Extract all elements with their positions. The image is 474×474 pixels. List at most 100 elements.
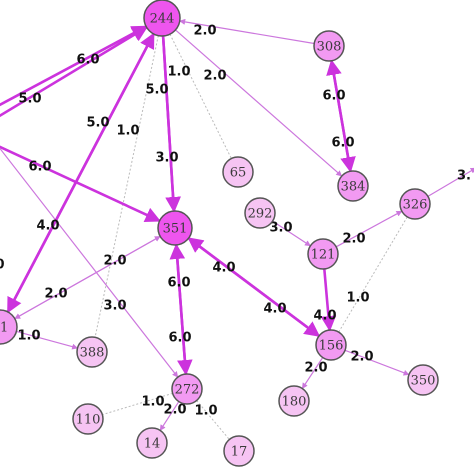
node-label: 350 <box>411 374 436 389</box>
edge-weight-label: 1.0 <box>167 65 190 80</box>
edge-weight-label: 1.0 <box>141 395 164 410</box>
node-label: 121 <box>311 248 336 263</box>
edge-weight-label: 3.0 <box>269 221 292 236</box>
node-65[interactable]: 65 <box>222 156 254 188</box>
node-110[interactable]: 110 <box>72 403 104 435</box>
edge-label-layer: 2.06.05.05.05.02.01.01.06.06.06.03.06.06… <box>0 24 471 419</box>
node-circle[interactable] <box>337 170 369 202</box>
node-81[interactable]: 81 <box>0 309 18 345</box>
node-circle[interactable] <box>222 156 254 188</box>
edge-weight-label: 2.0 <box>163 403 186 418</box>
node-17[interactable]: 17 <box>223 435 255 467</box>
node-label: 180 <box>282 395 307 410</box>
node-384[interactable]: 384 <box>337 170 369 202</box>
node-circle[interactable] <box>223 435 255 467</box>
edge-left_top-244 <box>0 26 148 118</box>
edge-weight-label: 4.0 <box>36 219 59 234</box>
edge-81-388 <box>16 330 79 350</box>
node-label: 244 <box>150 12 175 27</box>
node-circle[interactable] <box>244 197 276 229</box>
node-272[interactable]: 272 <box>171 373 203 405</box>
edge-weight-label: 6.0 <box>76 53 99 68</box>
edge-272-351 <box>169 243 188 375</box>
edge-156-351 <box>187 237 320 338</box>
node-circle[interactable] <box>307 238 339 270</box>
edge-weight-label: 2.0 <box>342 232 365 247</box>
edge-weight-label: 3.0 <box>103 299 126 314</box>
edge-244-388 <box>94 35 159 338</box>
node-circle[interactable] <box>72 403 104 435</box>
edge-weight-label: 3. <box>457 169 471 184</box>
node-label: 292 <box>248 207 273 222</box>
edge-weight-label: 1.0 <box>346 291 369 306</box>
edge-weight-label: 2.0 <box>44 287 67 302</box>
edge-weight-label: 5.0 <box>145 83 168 98</box>
node-292[interactable]: 292 <box>244 197 276 229</box>
node-circle[interactable] <box>399 188 431 220</box>
node-388[interactable]: 388 <box>76 336 108 368</box>
edge-weight-label: 2.0 <box>203 69 226 84</box>
node-label: 14 <box>144 437 161 452</box>
edge-weight-label: 1.0 <box>194 404 217 419</box>
node-circle[interactable] <box>0 309 18 345</box>
node-308[interactable]: 308 <box>313 30 345 62</box>
node-label: 388 <box>80 346 105 361</box>
edge-weight-label: 4.0 <box>212 261 235 276</box>
edge-326-offscreen <box>427 167 474 197</box>
edge-weight-label: 2.0 <box>193 24 216 39</box>
edge-156-180 <box>301 357 324 389</box>
node-circle[interactable] <box>76 336 108 368</box>
edge-weight-label: 6.0 <box>167 276 190 291</box>
edge-weight-label: 6.0 <box>331 136 354 151</box>
edge-weight-label: 6.0 <box>322 89 345 104</box>
edge-156-350 <box>344 349 410 376</box>
edge-121-156 <box>320 268 337 332</box>
edge-weight-label: 1.0 <box>116 124 139 139</box>
node-circle[interactable] <box>136 427 168 459</box>
node-350[interactable]: 350 <box>407 364 439 396</box>
node-circle[interactable] <box>157 210 193 246</box>
edge-weight-label: 6.0 <box>168 331 191 346</box>
node-label: 272 <box>175 383 200 398</box>
node-circle[interactable] <box>143 0 181 37</box>
edge-left_top2-244 <box>0 25 148 107</box>
node-circle[interactable] <box>407 364 439 396</box>
edge-121-326 <box>335 210 403 248</box>
node-label: 65 <box>230 166 247 181</box>
edge-272-17 <box>196 400 230 440</box>
node-121[interactable]: 121 <box>307 238 339 270</box>
edge-308-244 <box>179 18 315 45</box>
node-326[interactable]: 326 <box>399 188 431 220</box>
edge-weight-label: 6.0 <box>28 160 51 175</box>
edge-weight-label: 1.0 <box>17 329 40 344</box>
node-label: 81 <box>0 321 8 336</box>
edge-272-14 <box>159 401 180 431</box>
node-244[interactable]: 244 <box>143 0 181 37</box>
edge-244-81 <box>6 33 155 314</box>
node-circle[interactable] <box>278 385 310 417</box>
node-circle[interactable] <box>171 373 203 405</box>
edge-244-384 <box>175 29 343 177</box>
node-label: 17 <box>231 445 248 460</box>
node-351[interactable]: 351 <box>157 210 193 246</box>
node-180[interactable]: 180 <box>278 385 310 417</box>
node-label: 308 <box>317 40 342 55</box>
node-156[interactable]: 156 <box>315 329 347 361</box>
node-label: 110 <box>76 413 101 428</box>
node-circle[interactable] <box>315 329 347 361</box>
edge-weight-label: 3.0 <box>155 151 178 166</box>
edge-weight-label: 2.0 <box>304 361 327 376</box>
node-label: 156 <box>319 339 344 354</box>
node-layer: 244 308 384 65 351 292 326 121 156 350 180 272 110 14… <box>0 0 439 467</box>
node-circle[interactable] <box>313 30 345 62</box>
edge-272-110 <box>102 392 173 416</box>
edge-244-65 <box>169 33 232 159</box>
edge-layer <box>0 18 474 440</box>
node-label: 351 <box>163 222 188 237</box>
node-14[interactable]: 14 <box>136 427 168 459</box>
edge-weight-label: 2.0 <box>103 254 126 269</box>
edge-292-121 <box>272 220 311 247</box>
node-label: 384 <box>341 180 366 195</box>
edge-weight-label: 5.0 <box>86 116 109 131</box>
